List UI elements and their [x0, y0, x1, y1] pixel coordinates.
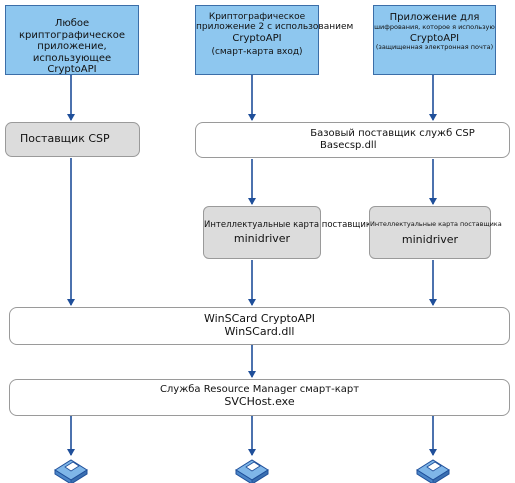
service-line1: Служба Resource Manager смарт-карт — [159, 384, 360, 395]
csp-box: Поставщик CSP — [5, 122, 140, 157]
app3-line4: (защищенная электронная почта) — [375, 43, 494, 52]
minidriver1-line2: minidriver — [233, 231, 291, 245]
minidriver2-line2: minidriver — [401, 233, 459, 247]
smart-card-reader-icon — [235, 459, 269, 483]
app3-line1: Приложение для — [389, 12, 480, 23]
basecsp-line2: Basecsp.dll — [320, 139, 377, 151]
app-box-any-crypto: Любое криптографическое приложение, испо… — [5, 5, 139, 75]
app1-line3: CryptoAPI — [47, 64, 97, 75]
app-box-secure-email: Приложение для шифрования, которое я исп… — [373, 5, 496, 75]
winscard-box: WinSCard CryptoAPI WinSCard.dll — [9, 307, 510, 345]
basecsp-line1: Базовый поставщик служб CSP — [310, 128, 475, 139]
minidriver1-line1: Интеллектуальные карта поставщика — [204, 220, 377, 230]
winscard-line2: WinSCard.dll — [224, 324, 295, 338]
minidriver2-line1: Интеллектуальные карта поставщика — [370, 220, 502, 228]
service-line2: SVCHost.exe — [224, 394, 295, 408]
app2-line3: CryptoAPI — [232, 32, 282, 44]
app3-line2: шифрования, которое я использую — [374, 22, 495, 31]
csp-label: Поставщик CSP — [20, 132, 110, 145]
smart-card-reader-icon — [54, 459, 88, 483]
app2-line2: приложение 2 с использованием — [196, 22, 354, 33]
app1-line2: приложение, использующее — [32, 41, 112, 64]
smart-card-reader-icon — [416, 459, 450, 483]
minidriver-box-1: Интеллектуальные карта поставщика minidr… — [203, 206, 377, 259]
app-box-smartcard-logon: Криптографическое приложение 2 с использ… — [195, 5, 354, 75]
winscard-line1: WinSCard CryptoAPI — [203, 312, 315, 325]
app2-line1: Криптографическое — [208, 12, 306, 22]
app2-line4: (смарт-карта вход) — [211, 47, 303, 58]
service-box: Служба Resource Manager смарт-карт SVCHo… — [9, 379, 510, 416]
app1-line1: Любое криптографическое — [18, 18, 125, 41]
app3-line3: CryptoAPI — [409, 32, 460, 44]
basecsp-box: Базовый поставщик служб CSP Basecsp.dll — [195, 122, 510, 158]
minidriver-box-2: Интеллектуальные карта поставщика minidr… — [369, 206, 502, 259]
